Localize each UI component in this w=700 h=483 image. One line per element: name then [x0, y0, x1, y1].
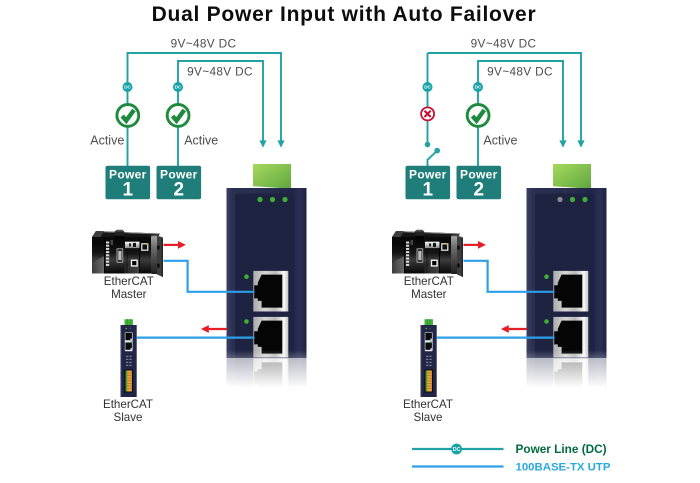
svg-text:Active: Active [483, 133, 517, 147]
svg-text:Power: Power [460, 168, 498, 182]
svg-text:Power: Power [109, 168, 147, 182]
svg-text:2: 2 [474, 179, 485, 200]
svg-text:9V~48V DC: 9V~48V DC [487, 65, 553, 79]
svg-text:Power: Power [160, 168, 198, 182]
svg-text:1: 1 [423, 179, 434, 200]
svg-text:2: 2 [174, 179, 185, 200]
svg-text:EtherCAT: EtherCAT [403, 398, 453, 411]
svg-text:9V~48V DC: 9V~48V DC [187, 65, 253, 79]
svg-text:Slave: Slave [113, 411, 142, 424]
svg-text:Power Line (DC): Power Line (DC) [516, 442, 607, 456]
svg-text:EtherCAT: EtherCAT [104, 275, 154, 288]
svg-text:1: 1 [123, 179, 134, 200]
svg-text:EtherCAT: EtherCAT [404, 275, 454, 288]
svg-text:Slave: Slave [413, 411, 442, 424]
svg-text:Power: Power [409, 168, 447, 182]
svg-text:9V~48V DC: 9V~48V DC [171, 37, 237, 51]
svg-text:Active: Active [184, 133, 218, 147]
svg-text:Active: Active [90, 133, 124, 147]
svg-text:DC: DC [453, 447, 461, 453]
svg-text:EtherCAT: EtherCAT [103, 398, 153, 411]
svg-text:Master: Master [111, 288, 147, 301]
svg-text:9V~48V DC: 9V~48V DC [471, 37, 537, 51]
svg-text:100BASE-TX UTP: 100BASE-TX UTP [516, 461, 611, 473]
svg-text:Master: Master [411, 288, 447, 301]
svg-text:Dual Power Input with Auto Fai: Dual Power Input with Auto Failover [152, 3, 537, 26]
